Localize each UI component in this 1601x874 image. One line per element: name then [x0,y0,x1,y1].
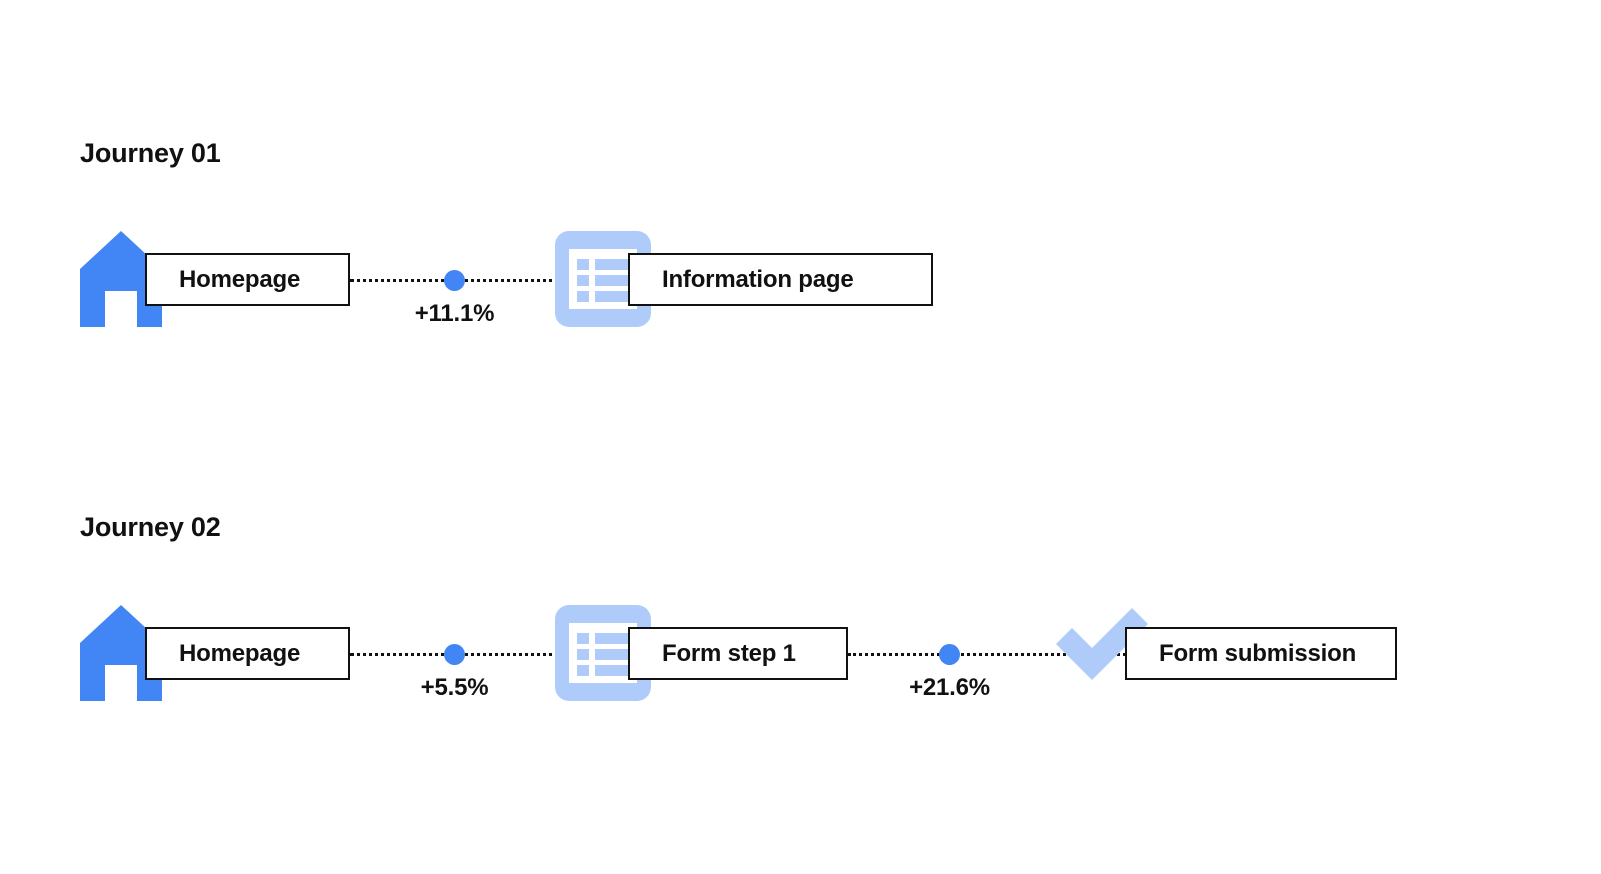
transition-value-01-1: +11.1% [414,300,495,327]
node-label-information-page: Information page [662,265,854,293]
node-box-homepage-02[interactable]: Homepage [145,627,350,680]
transition-marker-01-1[interactable]: +11.1% [415,270,494,327]
transition-dot-icon [939,644,960,665]
transition-value-02-1: +5.5% [420,674,489,701]
node-box-information-page[interactable]: Information page [628,253,933,306]
transition-dot-icon [444,270,465,291]
list-page-icon [555,231,651,327]
node-label-form-submission: Form submission [1159,639,1357,667]
transition-marker-02-2[interactable]: +21.6% [909,644,990,701]
transition-value-02-2: +21.6% [909,674,990,701]
check-icon [1050,600,1154,704]
node-box-homepage-01[interactable]: Homepage [145,253,350,306]
connector-line-01-1 [350,279,632,282]
connector-line-02-2 [848,653,1138,656]
journey-title-02: Journey 02 [80,512,221,542]
journey-flow-01: Homepage Information page [0,226,1601,356]
home-icon [80,605,162,701]
list-page-icon [555,605,651,701]
node-label-homepage-01: Homepage [179,265,301,293]
node-label-form-step-1: Form step 1 [662,639,796,667]
transition-dot-icon [444,644,465,665]
transition-marker-02-1[interactable]: +5.5% [421,644,489,701]
connector-line-02-1 [350,653,632,656]
journey-flow-02: Homepage Form step 1 [0,600,1601,730]
journey-title-01: Journey 01 [80,138,221,168]
home-icon [80,231,162,327]
node-label-homepage-02: Homepage [179,639,301,667]
node-box-form-submission[interactable]: Form submission [1125,627,1397,680]
node-box-form-step-1[interactable]: Form step 1 [628,627,848,680]
